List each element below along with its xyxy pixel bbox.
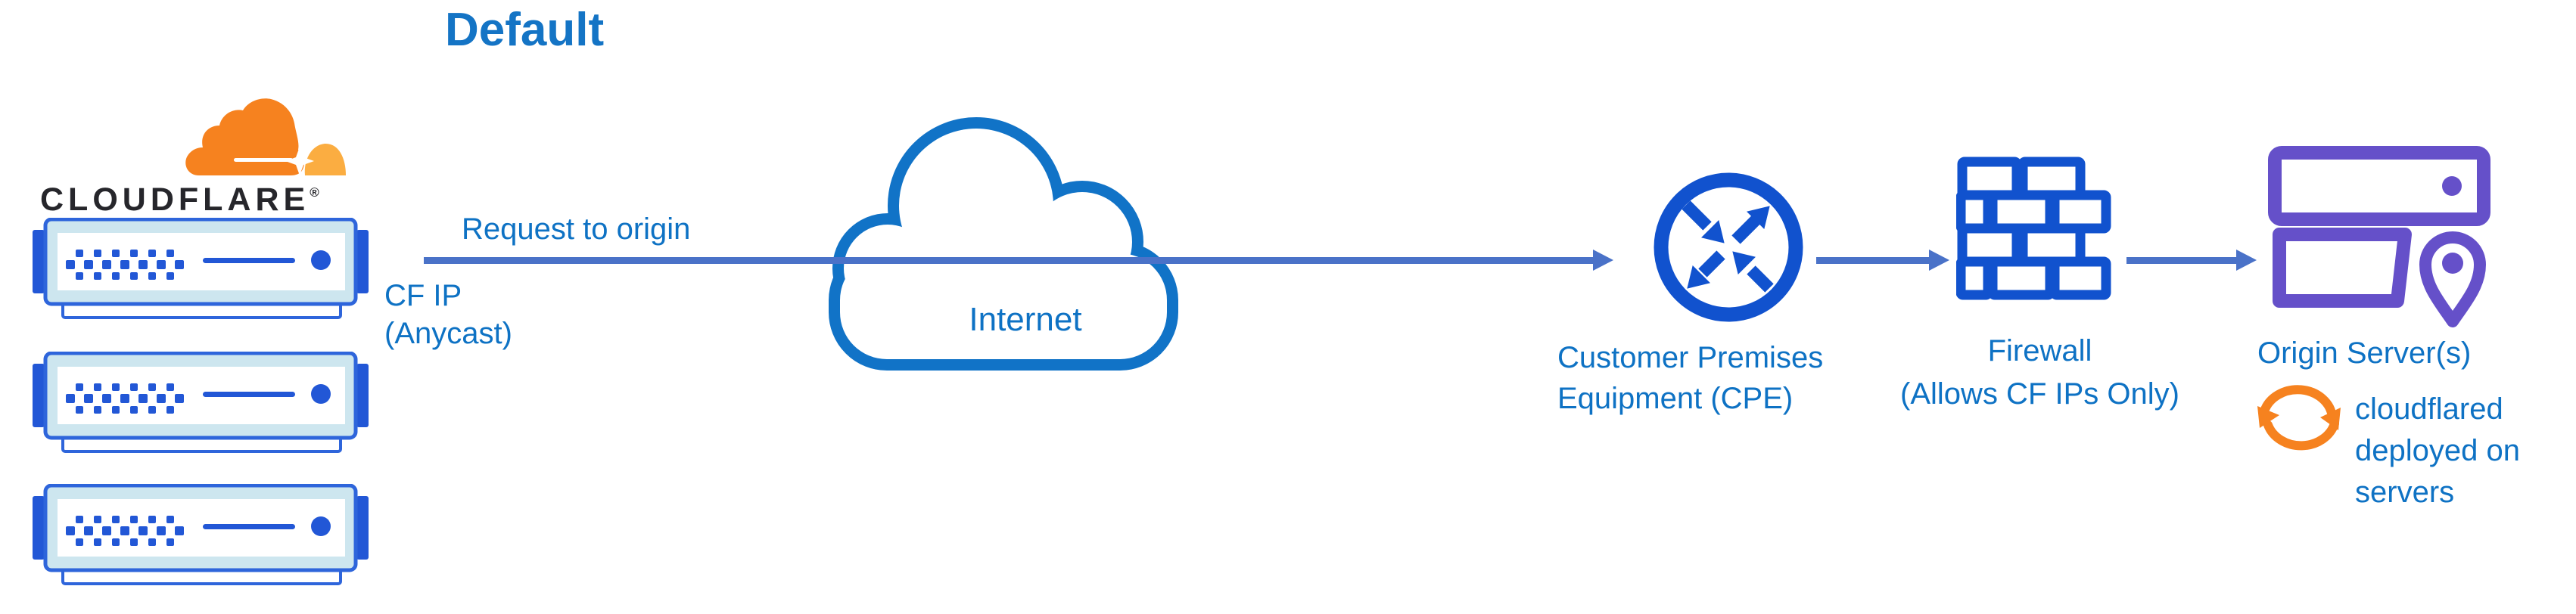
arrowhead-to-firewall bbox=[1929, 250, 1949, 271]
firewall-label-line1: Firewall bbox=[1987, 334, 2092, 367]
internet-label: Internet bbox=[969, 301, 1082, 338]
firewall-brick-icon bbox=[1956, 157, 2111, 300]
internet-cloud-icon bbox=[829, 117, 1178, 371]
cpe-label-line2: Equipment (CPE) bbox=[1557, 382, 1794, 415]
cloudflare-server-icon bbox=[33, 218, 373, 324]
cf-ip-line2: (Anycast) bbox=[384, 317, 512, 350]
firewall-to-origin-line bbox=[2126, 257, 2236, 264]
cloudflared-note-line2: deployed on bbox=[2355, 434, 2520, 467]
arrowhead-to-origin bbox=[2236, 250, 2257, 271]
cloudflare-cloud-logo-icon bbox=[185, 98, 346, 175]
firewall-label-line2: (Allows CF IPs Only) bbox=[1900, 377, 2179, 411]
cpe-router-icon bbox=[1654, 172, 1803, 322]
origin-server-icon bbox=[2268, 146, 2490, 327]
cloudflare-server-icon bbox=[33, 484, 373, 590]
cloudflare-wordmark: CLOUDFLARE® bbox=[40, 181, 350, 219]
cpe-to-firewall-line bbox=[1816, 257, 1929, 264]
cloudflared-note: cloudflared deployed on servers bbox=[2355, 389, 2520, 513]
request-to-origin-label: Request to origin bbox=[462, 212, 691, 246]
cf-ip-anycast-label: CF IP (Anycast) bbox=[384, 277, 512, 352]
cpe-label: Customer Premises Equipment (CPE) bbox=[1557, 337, 1823, 419]
request-flow-line bbox=[424, 257, 1593, 264]
arrowhead-to-cpe bbox=[1593, 250, 1613, 271]
cf-ip-line1: CF IP bbox=[384, 279, 462, 312]
registered-trademark-symbol: ® bbox=[310, 185, 319, 200]
cloudflare-server-icon bbox=[33, 352, 373, 457]
firewall-label: Firewall (Allows CF IPs Only) bbox=[1871, 330, 2208, 416]
cloudflared-note-line1: cloudflared bbox=[2355, 392, 2503, 426]
page-title: Default bbox=[445, 4, 605, 56]
cloudflared-note-line3: servers bbox=[2355, 476, 2455, 509]
origin-server-label: Origin Server(s) bbox=[2257, 336, 2472, 370]
cloudflared-sync-icon bbox=[2257, 385, 2341, 451]
cloudflare-wordmark-text: CLOUDFLARE bbox=[40, 181, 310, 218]
cpe-label-line1: Customer Premises bbox=[1557, 341, 1824, 374]
